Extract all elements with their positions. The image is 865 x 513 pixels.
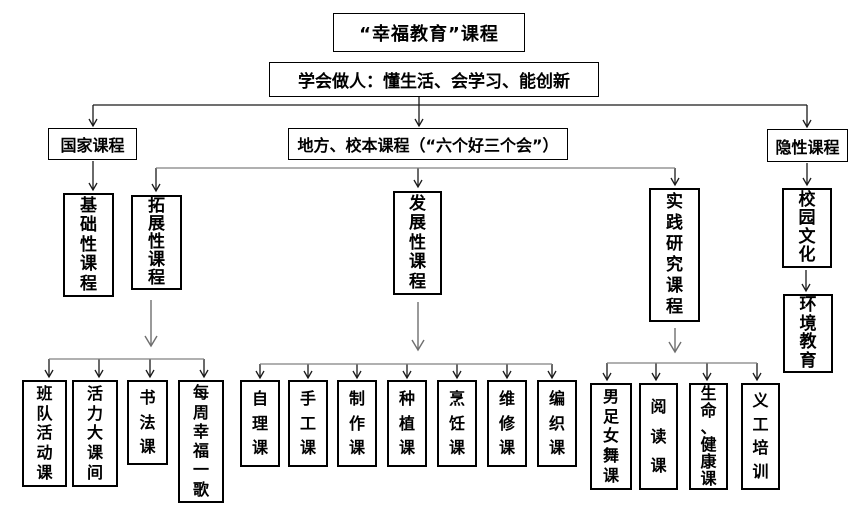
node-national-curriculum: 国家课程 xyxy=(48,128,137,160)
node-local-school-curriculum: 地方、校本课程（“六个好三个会”） xyxy=(288,128,568,160)
node-hidden-curriculum: 隐性课程 xyxy=(767,129,848,162)
node-development-curriculum: 发展性课程 xyxy=(393,191,442,295)
course-box-expansion-3: 书法课 xyxy=(127,380,168,465)
feeder-arrows xyxy=(144,300,682,354)
course-box-expansion-4: 每周幸福一歌 xyxy=(178,380,224,503)
course-box-development-3: 制作课 xyxy=(337,380,377,467)
course-box-development-7: 编织课 xyxy=(537,380,577,467)
primary-connectors xyxy=(44,97,812,382)
branch-rails xyxy=(49,167,757,365)
node-practice-research-curriculum: 实践研究课程 xyxy=(649,188,700,322)
course-box-practice-1: 男足女舞课 xyxy=(590,383,632,490)
course-box-development-5: 烹饪课 xyxy=(437,380,477,467)
node-training-goal: 学会做人：懂生活、会学习、能创新 xyxy=(269,62,599,97)
course-box-development-2: 手工课 xyxy=(288,380,328,467)
node-environment-education: 环境教育 xyxy=(783,294,833,373)
course-box-development-6: 维修课 xyxy=(487,380,527,467)
node-expansion-curriculum: 拓展性课程 xyxy=(131,195,182,290)
node-root-title: “幸福教育”课程 xyxy=(333,13,525,52)
node-basic-curriculum: 基础性课程 xyxy=(63,193,114,297)
course-box-practice-3: 生命、健康课 xyxy=(689,383,728,490)
course-box-development-1: 自理课 xyxy=(240,380,280,467)
node-campus-culture: 校园文化 xyxy=(782,188,832,268)
course-box-expansion-2: 活力大课间 xyxy=(72,380,118,487)
course-box-expansion-1: 班队活动课 xyxy=(22,380,67,487)
course-box-practice-4: 义工培训 xyxy=(741,383,780,490)
course-box-development-4: 种植课 xyxy=(387,380,427,467)
course-box-practice-2: 阅读课 xyxy=(639,383,678,490)
